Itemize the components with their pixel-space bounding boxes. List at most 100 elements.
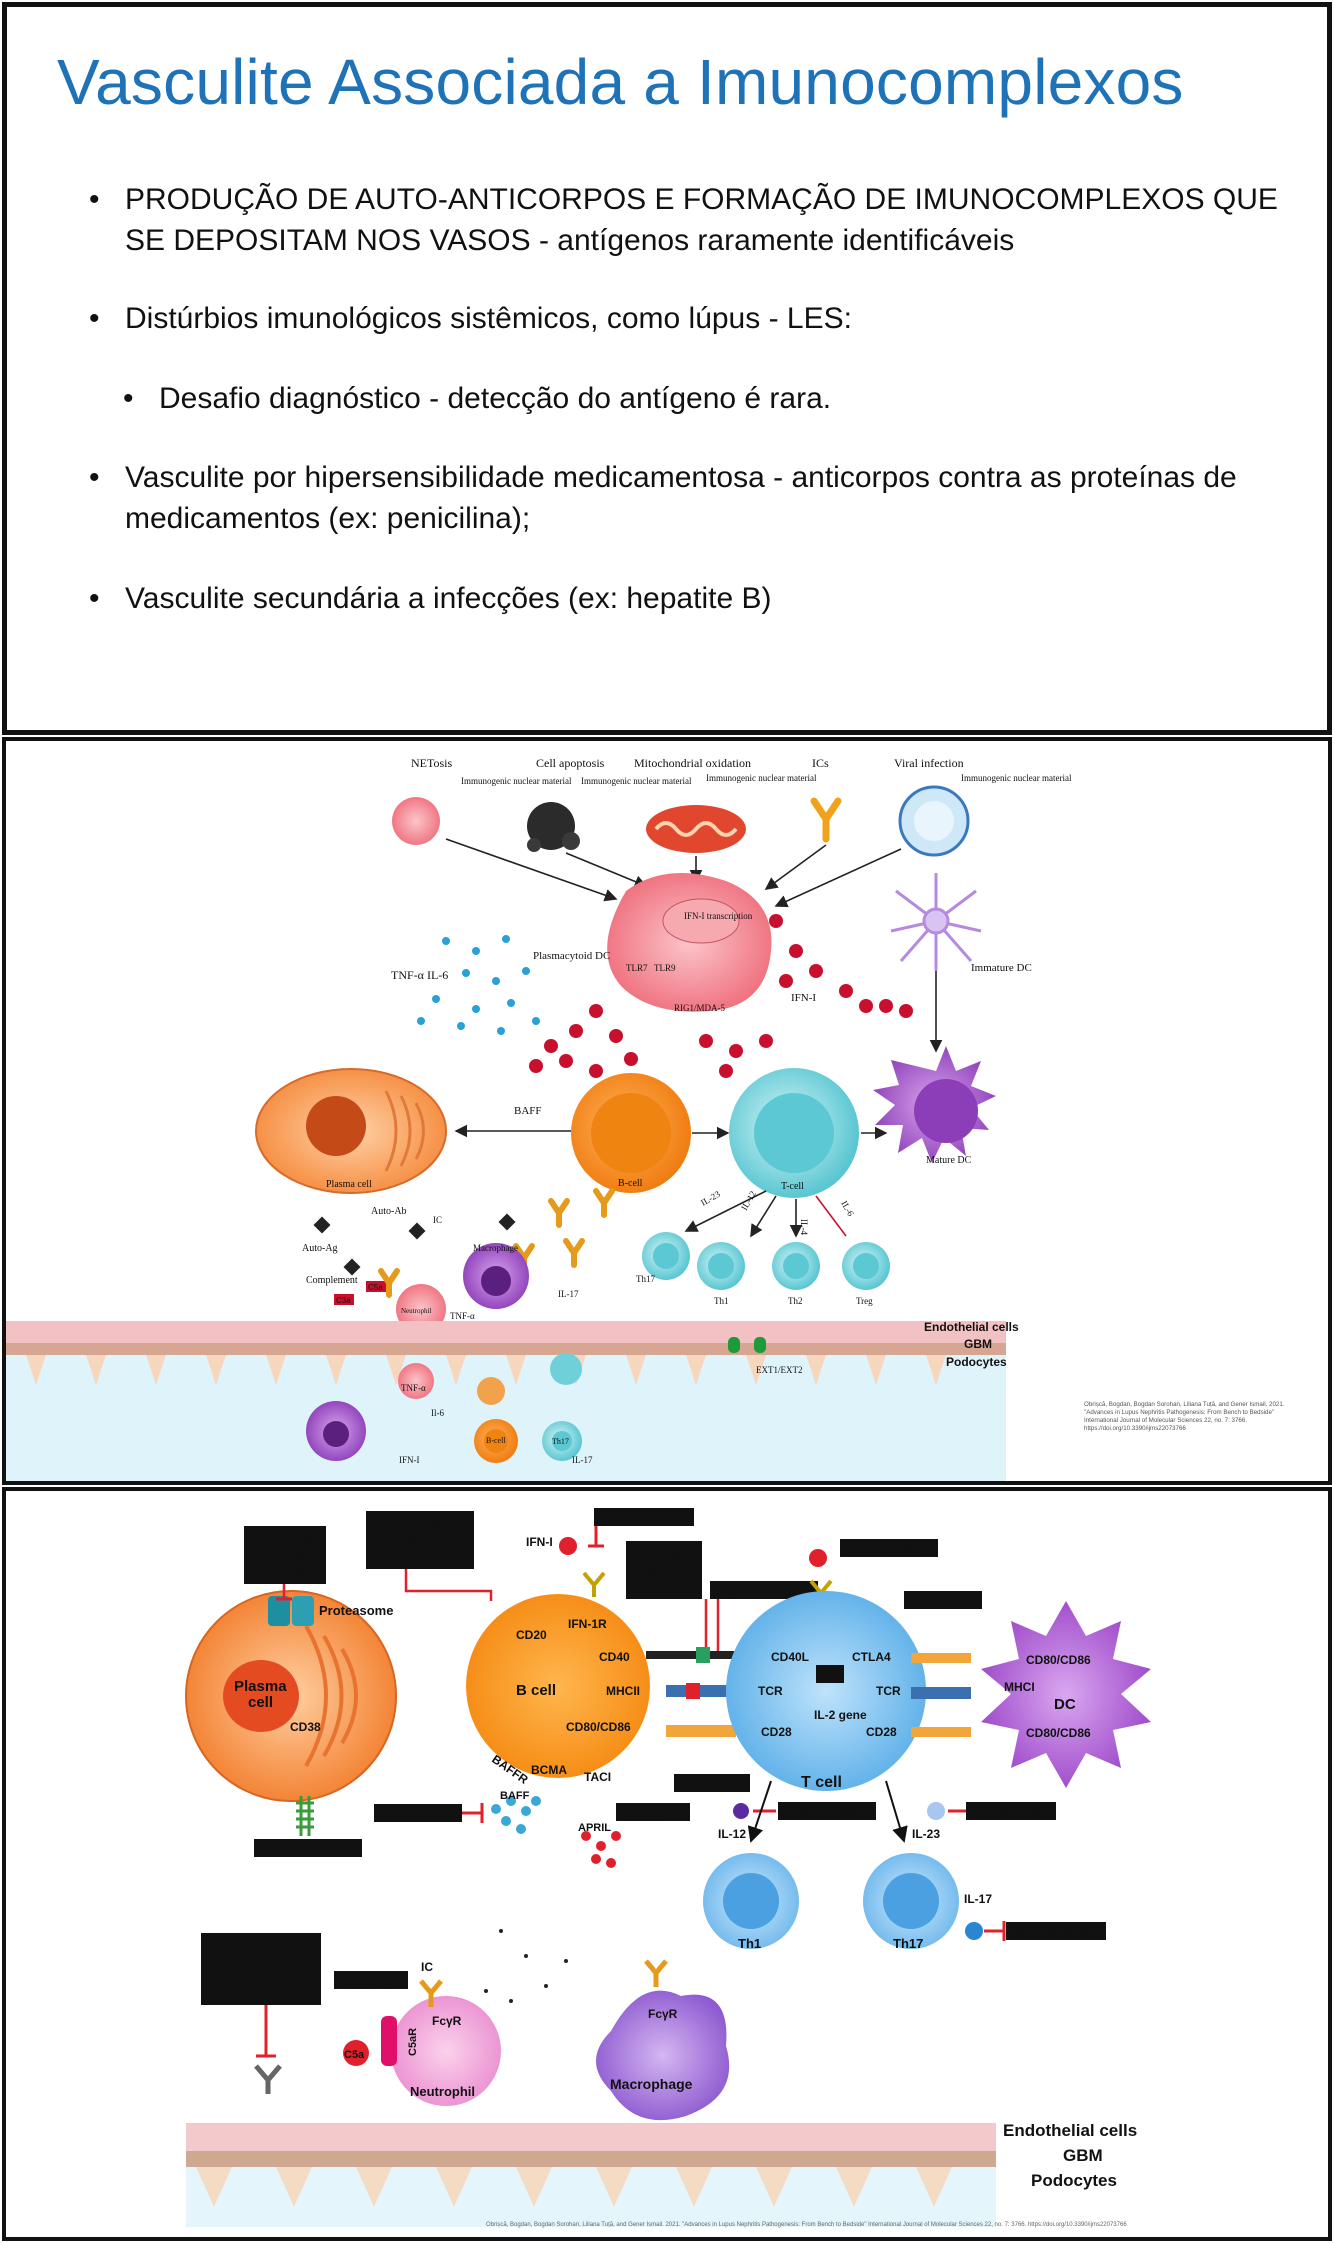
- drug-guselkumab: Guselkumab: [971, 1805, 1043, 1819]
- label-neutrophil: Neutrophil: [401, 1307, 431, 1315]
- drug-masp2: MASP-2: [237, 1971, 283, 1985]
- drug-anifrolumab-1: Anifrolumab: [602, 1511, 673, 1525]
- label-c5a: C5a: [344, 2049, 365, 2061]
- label-cd40l: CD40L: [771, 1650, 809, 1664]
- th-cells: [642, 1232, 890, 1290]
- label-il4: IL-4: [799, 1219, 809, 1235]
- label-endothelial: Endothelial cells: [924, 1320, 1019, 1334]
- drug-abatacept-2: Abatacept: [679, 1777, 737, 1791]
- mature-dc: [873, 1046, 996, 1163]
- immature-dc: [890, 873, 982, 971]
- t-cell: [729, 1068, 859, 1198]
- label-mhci: MHCI: [1004, 1680, 1035, 1694]
- label-immunogenic-4: Immunogenic nuclear material: [961, 773, 1072, 783]
- arrow-il12: [747, 1780, 772, 1843]
- label-auto-ab: Auto-Ab: [371, 1206, 407, 1217]
- label-podocytes: Podocytes: [1031, 2171, 1117, 2190]
- label-ics: ICs: [812, 756, 829, 770]
- drug-secukinumab: Secukinumab: [1012, 1925, 1090, 1939]
- atacicept-box: Atacicept: [616, 1803, 690, 1821]
- synapse-cd40: [646, 1647, 736, 1663]
- drug-rituximab: Rituximab: [388, 1517, 446, 1531]
- inhibit-il17: [984, 1921, 1006, 1941]
- citation-box: Obrișcă, Bogdan, Bogdan Sorohan, Liliana…: [1084, 1401, 1285, 1432]
- label-endothelial: Endothelial cells: [1003, 2121, 1137, 2140]
- macrophage: [463, 1243, 529, 1309]
- label-plasma: Plasma: [234, 1678, 287, 1695]
- label-tlr9: TLR9: [654, 963, 676, 973]
- label-cell-apoptosis: Cell apoptosis: [536, 756, 605, 770]
- ext-proteins: [728, 1337, 766, 1353]
- label-immunogenic-2: Immunogenic nuclear material: [581, 776, 692, 786]
- label-cell: cell: [248, 1694, 273, 1711]
- synapse-t-dc: [911, 1653, 971, 1737]
- pathogenesis-diagram: NETosis Cell apoptosis Mitochondrial oxi…: [6, 756, 1285, 1481]
- label-taci: TACI: [584, 1770, 611, 1784]
- drug-apl2: APL-2: [242, 1955, 277, 1969]
- plasma-cell: [255, 1068, 447, 1194]
- label-baff: BAFF: [500, 1790, 530, 1802]
- inhibit-cd20: [404, 1569, 493, 1601]
- complement-protein: [254, 2064, 282, 2094]
- endothelial-layer: [186, 2123, 996, 2151]
- proteasome-icon: [268, 1596, 314, 1626]
- label-fcyr-1: FcγR: [432, 2014, 462, 2028]
- label-il12: IL-12: [739, 1189, 758, 1212]
- belimumab-box: Belimumab: [374, 1804, 462, 1822]
- label-th1: Th1: [714, 1296, 729, 1306]
- drug-belimumab: Belimumab: [379, 1807, 444, 1821]
- slide-pathogenesis-figure: NETosis Cell apoptosis Mitochondrial oxi…: [2, 737, 1332, 1485]
- citation-box: Obrișcă, Bogdan, Bogdan Sorohan, Liliana…: [486, 2222, 1127, 2228]
- plasma-cell: [185, 1590, 397, 1802]
- drug-bortezomib: Bortezomib: [254, 1532, 320, 1546]
- lower-small-cells: [477, 1353, 582, 1405]
- label-tcr-2: TCR: [876, 1684, 901, 1698]
- complement-inhibitor-box: Eculizumab APL-2 MASP-2 inhibitor: [201, 1933, 321, 2005]
- cytokine-dots: [417, 935, 540, 1035]
- label-april: APRIL: [578, 1822, 611, 1834]
- label-c5a: C5a: [368, 1283, 383, 1292]
- drug-ocrelizumab: Ocrelizumab: [381, 1534, 453, 1548]
- inhibit-ifn: [588, 1526, 604, 1548]
- il17-molecule: [965, 1922, 983, 1940]
- iscalimab-box: Iscalimab BI655064 CFZ533: [626, 1541, 702, 1599]
- label-dc: DC: [1054, 1696, 1076, 1713]
- citation-text: Obrișcă, Bogdan, Bogdan Sorohan, Liliana…: [486, 2222, 1127, 2228]
- lower-neutrophil: [398, 1363, 434, 1399]
- il12-molecule: [733, 1803, 749, 1819]
- label-immunogenic-3: Immunogenic nuclear material: [706, 773, 817, 783]
- dendritic-cell: [981, 1601, 1151, 1788]
- label-th17: Th17: [893, 1936, 923, 1951]
- label-il17-lower: IL-17: [572, 1455, 593, 1465]
- th1-cell: [703, 1853, 799, 1949]
- ic-antibody-2: [644, 1959, 668, 1987]
- label-bcell-lower: B-cell: [486, 1436, 506, 1445]
- arrow-apoptosis: [565, 852, 648, 888]
- label-th17-lower: Th17: [552, 1437, 569, 1446]
- guselkumab-box: Guselkumab: [966, 1802, 1056, 1820]
- ifn-molecule: [559, 1537, 577, 1555]
- label-ifn-i: IFN-I: [791, 992, 816, 1004]
- bullet-diagnostic-challenge: Desafio diagnóstico - detecção do antíge…: [119, 378, 1315, 419]
- label-ctla4: CTLA4: [852, 1650, 891, 1664]
- label-il6b: IL-6: [839, 1199, 856, 1218]
- label-il2-gene: IL-2 gene: [814, 1708, 867, 1722]
- label-treg: Treg: [856, 1296, 873, 1306]
- april-molecules: [581, 1831, 621, 1868]
- th17-cell: [863, 1853, 959, 1949]
- label-tnf-upper: TNF-α: [450, 1311, 475, 1321]
- label-mitochondrial-oxidation: Mitochondrial oxidation: [634, 756, 751, 770]
- lower-b-cell: [474, 1419, 518, 1463]
- cni-box: [816, 1665, 844, 1683]
- citation-text: Obrișcă, Bogdan, Bogdan Sorohan, Liliana…: [1084, 1401, 1285, 1432]
- label-il23: IL-23: [912, 1827, 940, 1841]
- drug-dapirolizumab: Dapirolizumab: [716, 1584, 799, 1598]
- label-rig: RIG1/MDA-5: [674, 1003, 725, 1013]
- label-cd20: CD20: [516, 1628, 547, 1642]
- label-cd38: CD38: [290, 1720, 321, 1734]
- t-cell: [726, 1591, 926, 1791]
- label-th1: Th1: [738, 1936, 761, 1951]
- podocytes: [196, 2167, 952, 2207]
- ifn-dots: [529, 914, 913, 1078]
- net-fragments: [484, 1929, 568, 2003]
